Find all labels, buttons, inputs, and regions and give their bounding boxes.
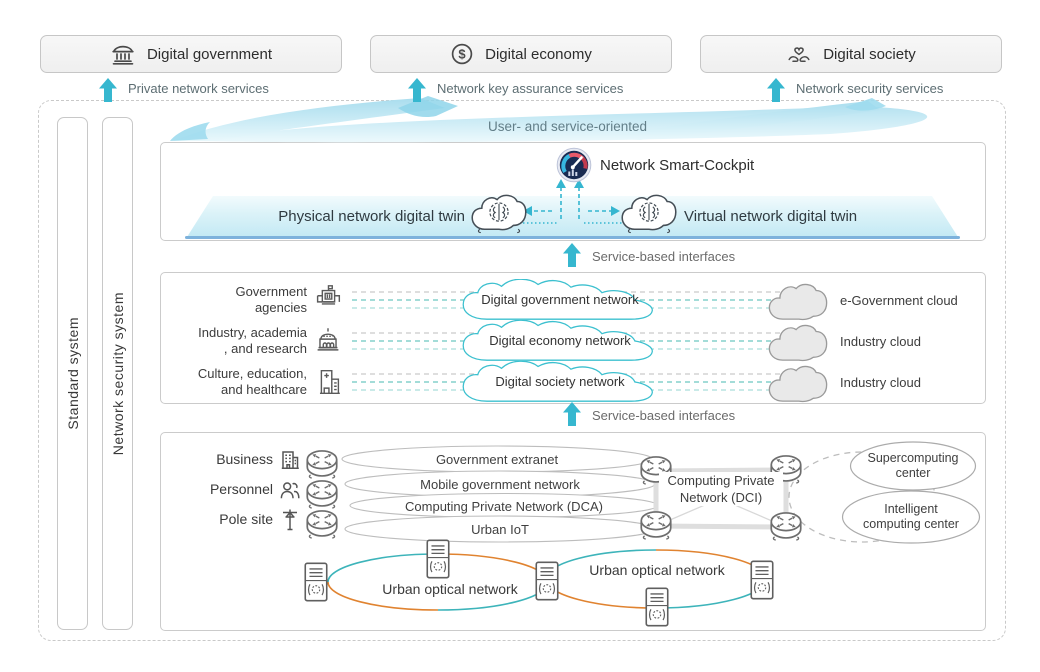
academy-icon: [311, 324, 345, 358]
intelligent-computing-ellipse: [841, 490, 981, 544]
network-cloud-label: Digital economy network: [489, 333, 631, 348]
dollar-icon: [450, 42, 474, 66]
architecture-container: [38, 100, 1006, 641]
standard-system-bar: Standard system: [57, 117, 88, 630]
dci-label: Computing Private Network (DCI): [659, 472, 783, 506]
network-cloud-label: Digital government network: [481, 292, 639, 307]
sector-actor: Industry, academia , and research: [198, 325, 307, 356]
twin-arrows: [491, 187, 628, 224]
top-box-label: Digital economy: [485, 45, 592, 63]
cloud-label: e-Government cloud: [840, 293, 958, 308]
network-cloud-label: Digital society network: [495, 374, 625, 389]
service-interfaces-label: Service-based interfaces: [592, 249, 736, 264]
network-ellipse-label: Government extranet: [435, 452, 559, 467]
cloud-icon: [766, 321, 830, 363]
sector-actor: Culture, education, and healthcare: [197, 366, 307, 397]
otn-device-icon: [643, 585, 671, 629]
swoosh-graphic: [170, 96, 928, 143]
physical-twin-label: Physical network digital twin: [278, 208, 465, 225]
cloud-label: Industry cloud: [840, 334, 921, 349]
cloud-label: Industry cloud: [840, 375, 921, 390]
network-ellipses: [341, 445, 659, 543]
top-box-label: Digital society: [823, 45, 916, 63]
banner-label: User- and service-oriented: [488, 119, 648, 134]
twin-arrowheads: [523, 179, 620, 216]
cockpit-title: Network Smart-Cockpit: [600, 157, 755, 174]
network-ellipse-label: Mobile government network: [420, 477, 580, 492]
top-box-digital-government: Digital government: [40, 35, 342, 73]
bank-icon: [110, 42, 136, 66]
ai-cloud-icon: [620, 191, 678, 235]
service-interfaces-label: Service-based interfaces: [592, 408, 736, 423]
up-arrow-icon: [99, 77, 117, 103]
network-ellipse-label: Urban IoT: [471, 522, 529, 537]
office-building-icon: [278, 448, 302, 472]
twin-band: [187, 196, 958, 237]
hands-heart-icon: [786, 42, 812, 66]
cloud-icon: [766, 280, 830, 322]
virtual-twin-label: Virtual network digital twin: [684, 208, 858, 225]
bar-label: Standard system: [64, 317, 81, 430]
up-arrow-icon: [563, 402, 581, 426]
up-arrow-icon: [408, 77, 426, 103]
up-arrow-icon: [767, 77, 785, 103]
ai-cloud-icon: [470, 191, 528, 235]
router-icon: [303, 506, 341, 544]
people-icon: [278, 479, 302, 501]
top-box-label: Digital government: [146, 45, 273, 63]
intelligent-computing-label: Intelligent computing center: [863, 502, 959, 531]
pole-icon: [278, 506, 302, 532]
supercomputing-ellipse: [849, 441, 977, 491]
optical-network-label: Urban optical network: [589, 562, 725, 578]
supercomputing-label: Supercomputing center: [867, 451, 959, 480]
service-label: Private network services: [128, 81, 269, 96]
access-row-label: Business: [216, 451, 273, 467]
up-arrow-icon: [563, 243, 581, 267]
cloud-icon: [766, 362, 830, 404]
hospital-icon: [311, 365, 345, 399]
optical-network-label: Urban optical network: [382, 581, 518, 597]
twin-band-underline: [185, 236, 960, 239]
router-icon: [637, 507, 675, 545]
access-row-label: Pole site: [219, 511, 273, 527]
bar-label: Network security system: [109, 291, 126, 456]
sector-actor: Government agencies: [235, 284, 307, 315]
otn-device-icon: [424, 537, 452, 581]
top-box-digital-economy: Digital economy: [370, 35, 672, 73]
router-icon: [767, 508, 805, 546]
government-agency-icon: [311, 283, 345, 317]
network-ellipse-label: Computing Private Network (DCA): [405, 498, 603, 514]
network-security-system-bar: Network security system: [102, 117, 133, 630]
top-box-digital-society: Digital society: [700, 35, 1002, 73]
service-label: Network security services: [796, 81, 944, 96]
otn-device-icon: [302, 560, 330, 604]
access-row-label: Personnel: [209, 481, 273, 497]
service-label: Network key assurance services: [437, 81, 624, 96]
gauge-icon: [556, 147, 592, 183]
